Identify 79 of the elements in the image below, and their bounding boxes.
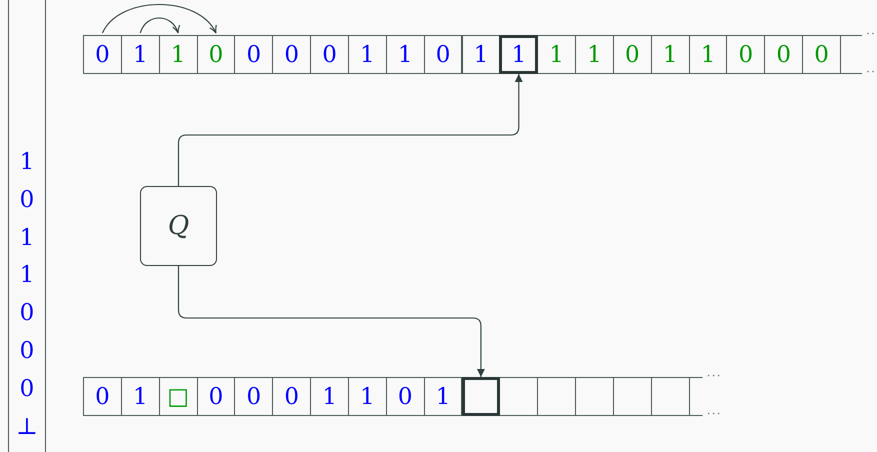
tape-symbol: 0 (776, 42, 792, 68)
stack-symbol: 0 (18, 188, 36, 212)
tape-cell (612, 377, 652, 416)
tape-cell (348, 377, 387, 416)
tape-symbol: 1 (511, 42, 526, 68)
tape-cell (158, 35, 198, 74)
tape-cell (310, 35, 349, 74)
stack-symbol: 1 (18, 151, 36, 174)
stack-symbol: ⊥ (15, 416, 39, 439)
tape-cell (310, 377, 349, 416)
arrow (178, 74, 523, 186)
stack-symbol: 0 (18, 340, 36, 363)
tape-symbol: 1 (700, 42, 716, 68)
tape-symbol: 0 (436, 42, 450, 68)
tape-cell (196, 35, 236, 74)
tape-cell (120, 377, 160, 416)
tape-symbol: 1 (398, 42, 413, 68)
tape-symbol: 1 (132, 384, 148, 410)
tape-cell (575, 35, 614, 74)
tape-symbol: 0 (95, 384, 110, 410)
tape-symbol: 1 (360, 42, 375, 68)
stack-symbol: 0 (18, 378, 36, 401)
tape-cell (462, 35, 500, 74)
tape-cell (575, 377, 614, 416)
tape-cell (612, 35, 652, 74)
tape-symbol: 0 (322, 42, 337, 68)
tape-cell (234, 35, 274, 74)
tape-cell (650, 35, 690, 74)
tape-cell (272, 35, 312, 74)
tape-cell (650, 377, 690, 416)
tape-symbol: 0 (246, 384, 262, 410)
tape-cell (348, 35, 387, 74)
tape-cell (802, 35, 841, 74)
tape-cell (272, 377, 312, 416)
tape-cell (499, 35, 538, 74)
tape-symbol: 0 (624, 42, 640, 68)
tape-cell (537, 35, 576, 74)
tape-symbol: 0 (284, 384, 299, 410)
tape-symbol: 1 (170, 42, 186, 68)
tape-cell (83, 35, 122, 74)
tape-symbol: 1 (360, 384, 375, 410)
stack-column (8, 0, 46, 452)
tape-symbol: 0 (814, 42, 829, 68)
tape-symbol: 0 (95, 42, 110, 68)
tape-cell (196, 377, 236, 416)
tape-cell (424, 35, 462, 74)
tape-cell (83, 377, 122, 416)
tape-cell (386, 35, 425, 74)
tape-cell (537, 377, 576, 416)
tape-cell (424, 377, 462, 416)
tape-symbol: 1 (662, 42, 678, 68)
tape-symbol: 1 (549, 42, 564, 68)
tape-cell (158, 377, 198, 416)
tape-symbol: 1 (436, 384, 450, 410)
tape-cell (462, 377, 500, 416)
tape-cell (386, 377, 425, 416)
tape-symbol: 1 (474, 42, 488, 68)
tape-symbol: 0 (738, 42, 754, 68)
tape-symbol: 0 (208, 384, 224, 410)
state-label: Q (168, 211, 190, 241)
tape-cell (234, 377, 274, 416)
tape-symbol: 1 (587, 42, 602, 68)
tape-cell (688, 35, 728, 74)
tape-symbol: 0 (246, 42, 262, 68)
tape-symbol: 0 (208, 42, 224, 68)
tape-cell (764, 35, 804, 74)
stack-symbol: 1 (18, 226, 36, 250)
state-box (140, 186, 217, 266)
stack-symbol: 0 (18, 302, 36, 326)
tape-symbol: □ (167, 384, 189, 410)
tape-symbol: 1 (132, 42, 148, 68)
tape-symbol: 0 (284, 42, 299, 68)
arrow (178, 266, 485, 377)
stack-symbol: 1 (18, 264, 36, 288)
tape-cell (120, 35, 160, 74)
tape-cell (499, 377, 538, 416)
tape-symbol: 0 (398, 384, 413, 410)
tape-cell (726, 35, 766, 74)
tape-symbol: 1 (322, 384, 337, 410)
